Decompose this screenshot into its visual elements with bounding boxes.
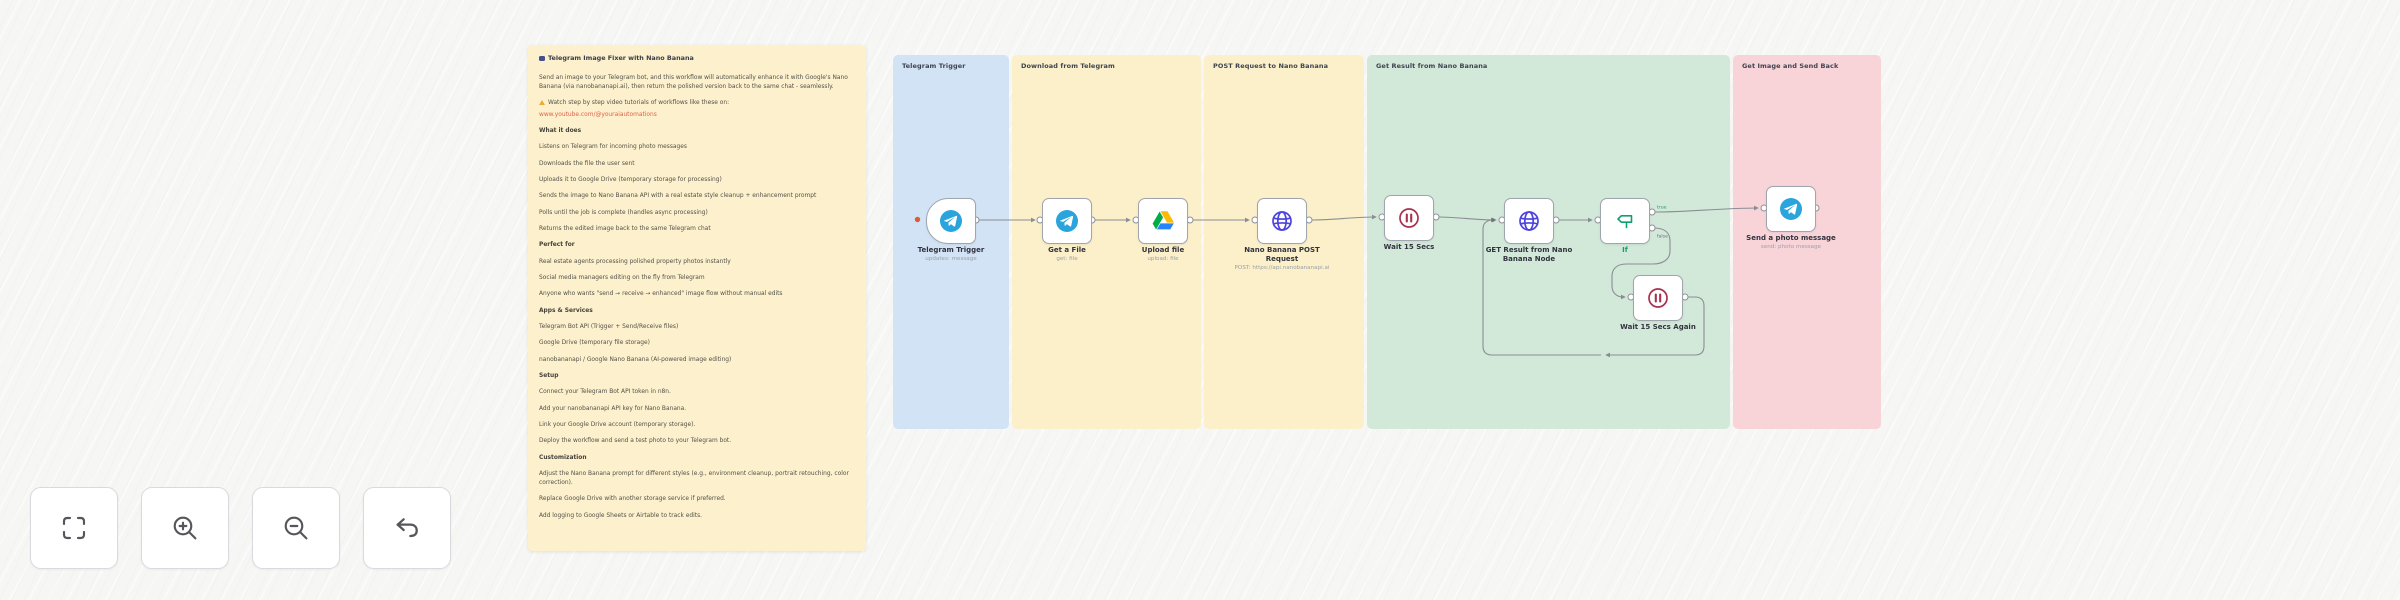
- undo-button[interactable]: [363, 487, 451, 569]
- note-line: Downloads the file the user sent: [539, 160, 635, 167]
- note-line: Sends the image to Nano Banana API with …: [539, 193, 817, 200]
- note-heading: Apps & Services: [539, 307, 593, 314]
- http-request-icon: [1519, 211, 1539, 231]
- zoom-in-button[interactable]: [141, 487, 229, 569]
- note-line: Deploy the workflow and send a test phot…: [539, 438, 732, 445]
- if-icon: [1617, 215, 1633, 229]
- node-if[interactable]: If: [1600, 198, 1650, 254]
- node-label: Send a photo message send: photo message: [1742, 234, 1840, 251]
- fit-view-icon: [62, 516, 86, 540]
- sticky-note[interactable]: Telegram Image Fixer with Nano Banana Se…: [528, 45, 866, 551]
- zone-label: POST Request to Nano Banana: [1213, 62, 1329, 70]
- node-ports[interactable]: [972, 204, 1820, 301]
- node-label: Wait 15 Secs Again: [1620, 323, 1696, 331]
- node-label: Upload file upload: file: [1114, 246, 1212, 263]
- node-upload-file[interactable]: Upload file upload: file: [1138, 198, 1188, 262]
- note-line: Google Drive (temporary file storage): [539, 340, 650, 347]
- svg-text:true: true: [1657, 205, 1667, 211]
- trigger-issue-dot: [914, 216, 921, 223]
- node-telegram-trigger[interactable]: Telegram Trigger updates: message: [918, 198, 984, 262]
- zone-label: Get Image and Send Back: [1742, 62, 1839, 70]
- undo-icon: [396, 518, 418, 538]
- note-line: Telegram Bot API (Trigger + Send/Receive…: [539, 323, 679, 330]
- zone-label: Get Result from Nano Banana: [1376, 62, 1488, 70]
- canvas-toolbar: [30, 487, 451, 569]
- node-nano-banana-post-request[interactable]: Nano Banana POST Request POST: https://a…: [1235, 198, 1329, 271]
- note-heading: Setup: [539, 372, 559, 379]
- telegram-icon: [1780, 198, 1802, 220]
- node-label: Get a File get: file: [1018, 246, 1116, 263]
- note-line: Watch step by step video tutorials of wo…: [539, 99, 855, 108]
- note-line: Add your nanobananapi API key for Nano B…: [539, 405, 687, 412]
- telegram-icon: [940, 210, 962, 232]
- note-line: Send an image to your Telegram bot, and …: [539, 74, 848, 91]
- node-subtitle: updates: message: [925, 256, 977, 263]
- zone-get-image-send-back[interactable]: Get Image and Send Back: [1733, 55, 1881, 429]
- fit-view-button[interactable]: [30, 487, 118, 569]
- node-get-a-file[interactable]: Get a File get: file: [1042, 198, 1092, 262]
- note-line: Real estate agents processing polished p…: [539, 258, 731, 265]
- note-title: Telegram Image Fixer with Nano Banana: [539, 54, 855, 64]
- node-subtitle: get: file: [1056, 256, 1078, 263]
- warning-icon: [539, 100, 545, 106]
- telegram-icon: [1056, 210, 1078, 232]
- zoom-in-icon: [173, 516, 197, 540]
- node-label: Telegram Trigger updates: message: [902, 246, 1000, 263]
- note-heading: Perfect for: [539, 242, 575, 249]
- note-line: Replace Google Drive with another storag…: [539, 496, 726, 503]
- node-wait-15-secs-again[interactable]: Wait 15 Secs Again: [1620, 275, 1696, 331]
- zone-label: Telegram Trigger: [902, 62, 966, 70]
- note-heading: What it does: [539, 128, 582, 135]
- node-get-result-from-nano-banana[interactable]: GET Result from Nano Banana Node: [1486, 198, 1572, 263]
- note-line: Uploads it to Google Drive (temporary st…: [539, 177, 722, 184]
- note-line: Link your Google Drive account (temporar…: [539, 421, 696, 428]
- zoom-out-button[interactable]: [252, 487, 340, 569]
- wait-icon: [1399, 208, 1419, 228]
- note-line: nanobananapi / Google Nano Banana (AI-po…: [539, 356, 732, 363]
- node-subtitle: send: photo message: [1760, 244, 1822, 251]
- node-subtitle: upload: file: [1147, 256, 1179, 263]
- node-subtitle: POST: https://api.nanobananapi.ai: [1234, 265, 1330, 272]
- note-line: Adjust the Nano Banana prompt for differ…: [539, 470, 849, 487]
- svg-text:false: false: [1657, 234, 1668, 240]
- note-line: Returns the edited image back to the sam…: [539, 226, 711, 233]
- zone-label: Download from Telegram: [1021, 62, 1115, 70]
- node-label: Wait 15 Secs: [1383, 243, 1435, 251]
- http-request-icon: [1272, 211, 1292, 231]
- node-wait-15-secs[interactable]: Wait 15 Secs: [1384, 195, 1434, 251]
- node-label: If: [1622, 246, 1628, 254]
- note-line: Polls until the job is complete (handles…: [539, 209, 708, 216]
- robot-icon: [539, 55, 545, 61]
- node-label: Nano Banana POST Request POST: https://a…: [1234, 246, 1330, 272]
- zoom-out-icon: [284, 516, 308, 540]
- note-line: Anyone who wants "send → receive → enhan…: [539, 291, 783, 298]
- wire-branch-labels: true false: [1657, 205, 1668, 240]
- node-send-a-photo-message[interactable]: Send a photo message send: photo message: [1746, 186, 1836, 250]
- note-line: Add logging to Google Sheets or Airtable…: [539, 512, 703, 519]
- note-line: Social media managers editing on the fly…: [539, 275, 705, 281]
- note-line: Connect your Telegram Bot API token in n…: [539, 389, 671, 396]
- google-drive-icon: [1152, 211, 1174, 230]
- connection-wires: [976, 205, 1759, 358]
- note-line: Listens on Telegram for incoming photo m…: [539, 144, 687, 151]
- node-label: GET Result from Nano Banana Node: [1485, 246, 1573, 264]
- wait-icon: [1648, 288, 1668, 308]
- wire-junction-dot: [1491, 218, 1495, 222]
- note-link[interactable]: www.youtube.com/@youraiautomations: [539, 111, 657, 118]
- note-heading: Customization: [539, 454, 587, 461]
